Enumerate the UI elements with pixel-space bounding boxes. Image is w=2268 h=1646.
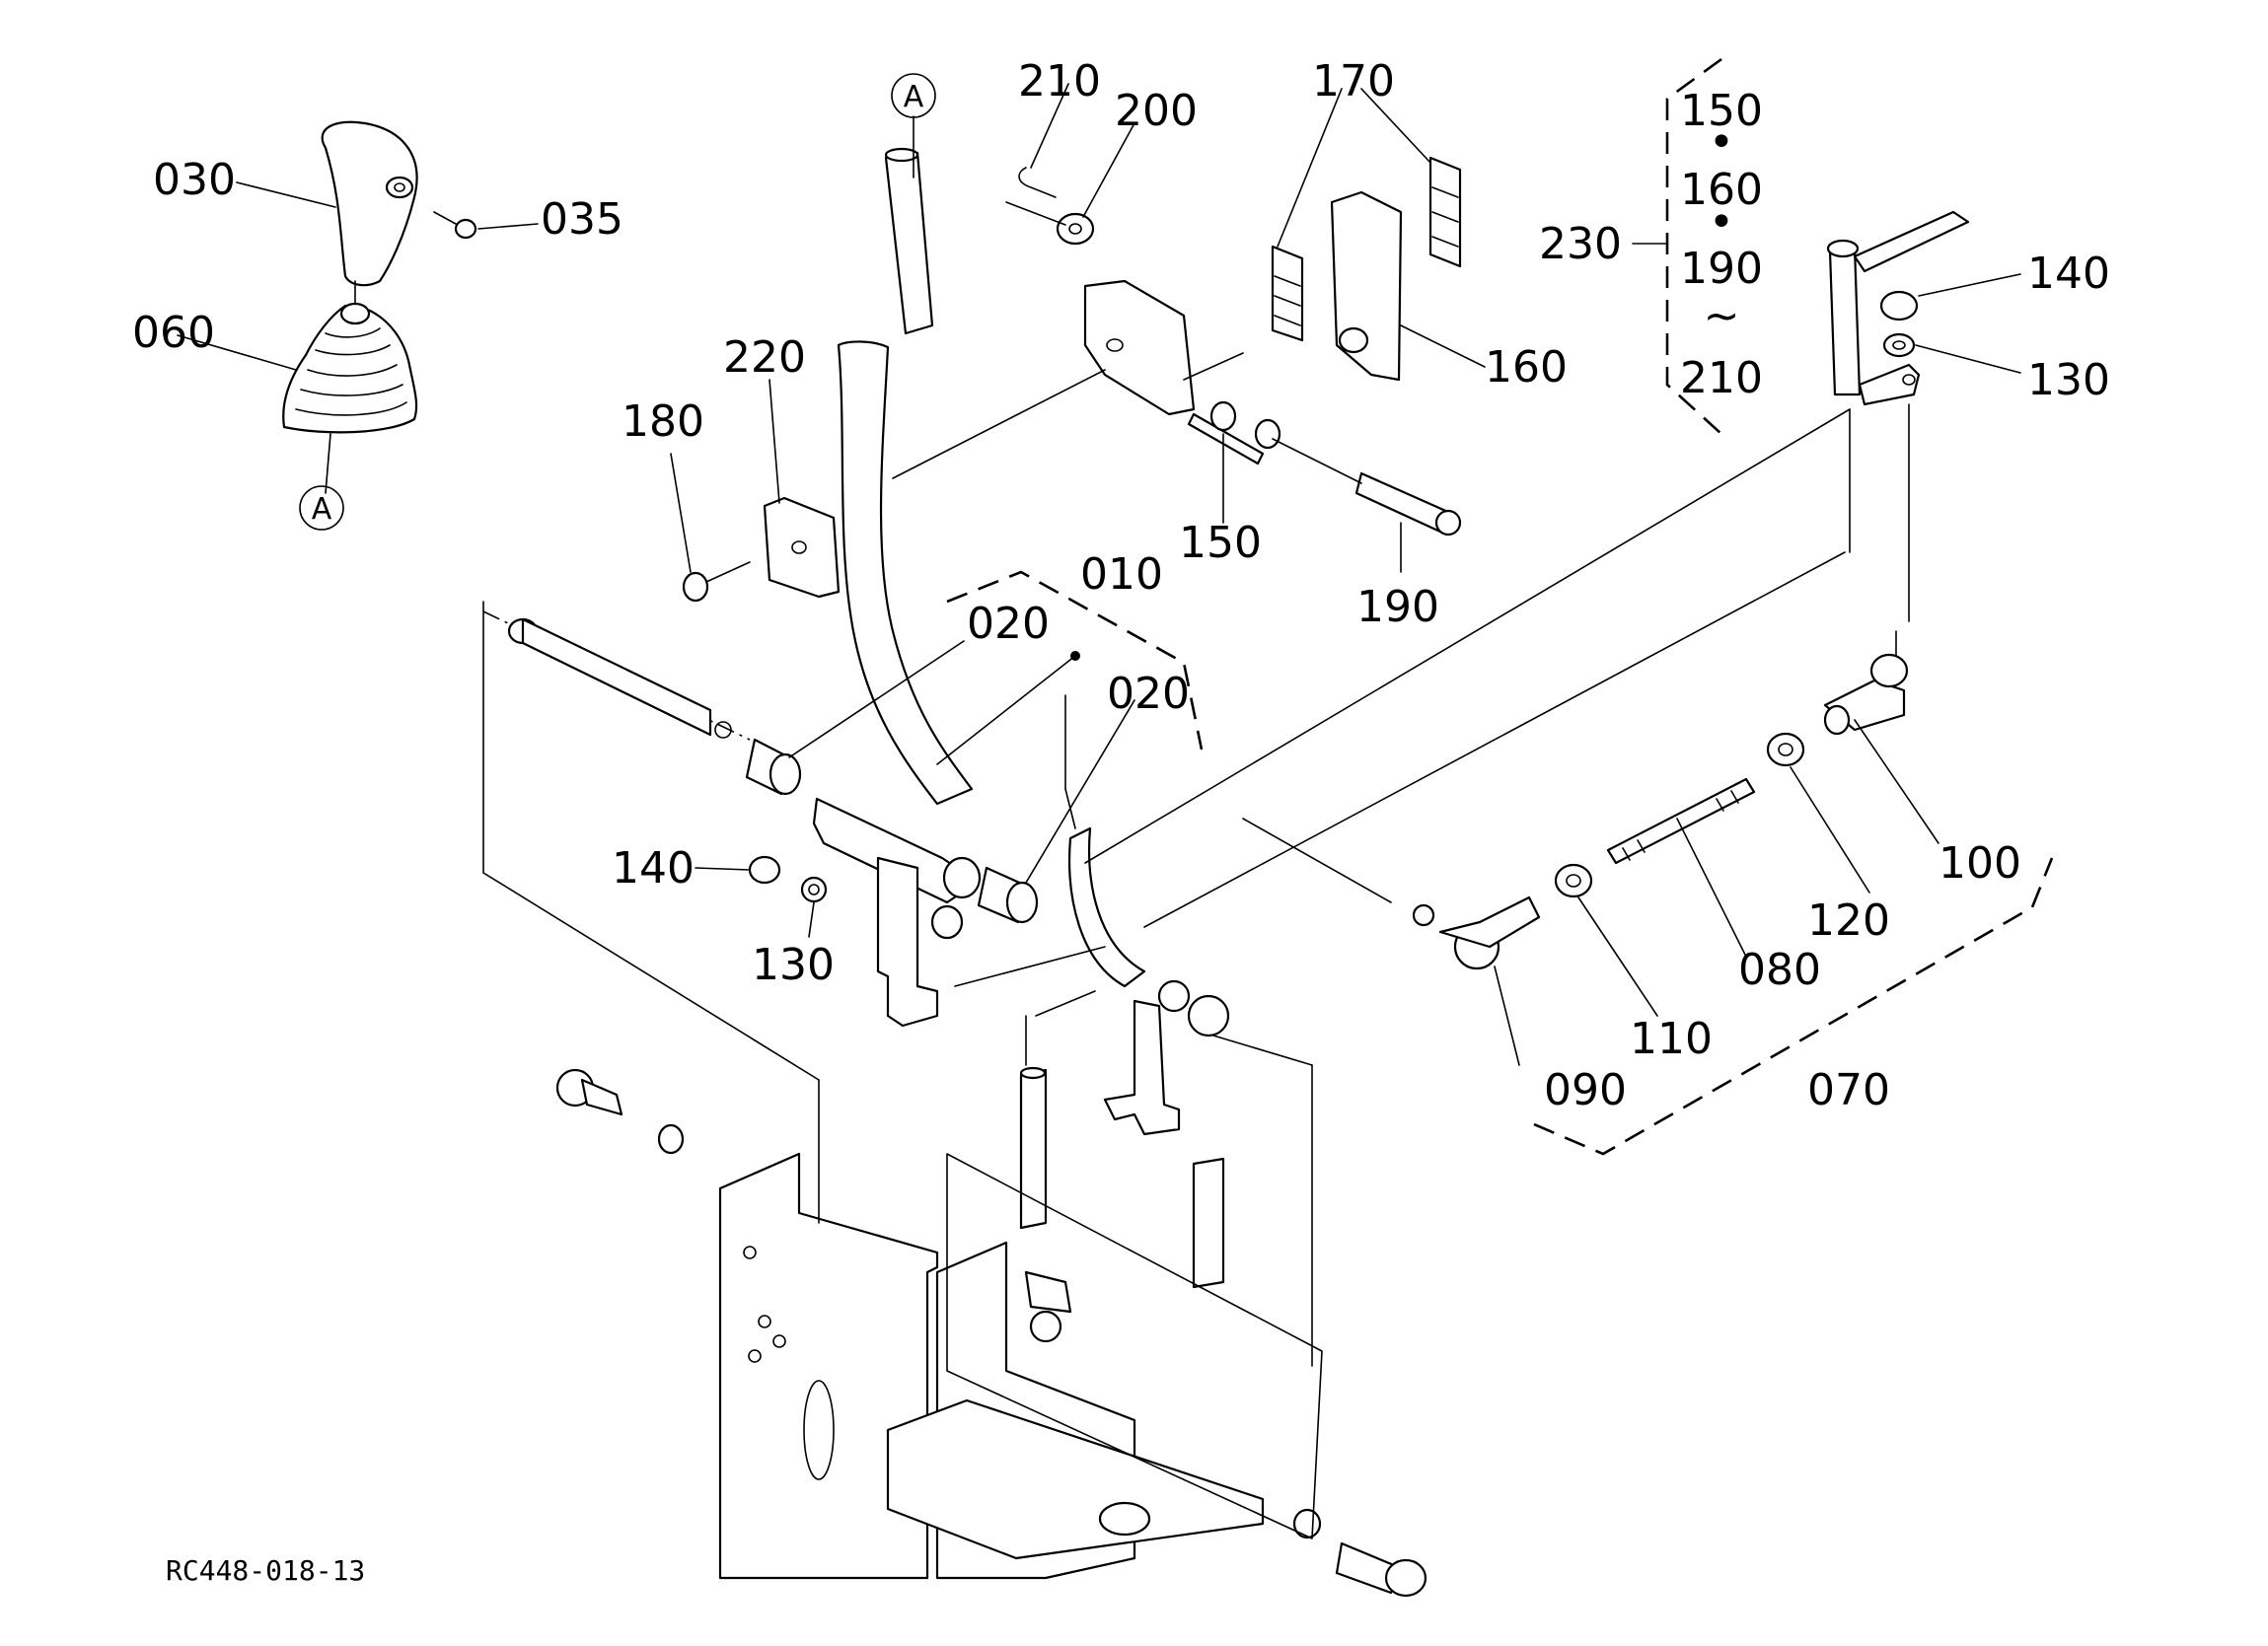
cotter-pin (1018, 167, 1057, 198)
label-035: 035 (541, 194, 623, 245)
group-bracket-010 (946, 570, 1204, 751)
reference-plane (946, 1153, 1323, 1539)
label-100: 100 (1939, 838, 2021, 889)
needle-bearing-right (977, 866, 1039, 924)
knob-screw (433, 211, 477, 240)
cross-shaft (482, 610, 751, 741)
drawing-code: RC448-018-13 (166, 1554, 365, 1587)
label-060: 060 (132, 308, 215, 358)
label-150: 150 (1179, 518, 1262, 568)
projection-lines (482, 352, 1910, 1367)
connector-mark-a-top: A (891, 73, 936, 118)
svg-text:A: A (312, 492, 332, 527)
shift-knob (321, 120, 418, 287)
lever-arm-2 (1068, 826, 1230, 1136)
label-020-right: 020 (1107, 669, 1190, 719)
label-020-left: 020 (967, 599, 1050, 649)
group-bracket-230 (1665, 57, 1722, 435)
group-230-list: 150 • 160 • 190 ~ 210 (1680, 86, 1763, 403)
frame-bolt-left (555, 1068, 685, 1155)
pivot-stud (1019, 1066, 1048, 1230)
group-230-item-1: 150 (1680, 86, 1763, 136)
frame-bolt-right (1292, 1508, 1427, 1598)
label-140-left: 140 (612, 843, 695, 894)
guide-bracket (1083, 279, 1281, 465)
part-labels: 030 035 060 210 200 170 160 150 190 220 … (132, 56, 2110, 1115)
washer-200 (1056, 212, 1095, 246)
nut-120 (1766, 732, 1805, 767)
label-010: 010 (1080, 549, 1163, 600)
group-230-item-2: 160 (1680, 165, 1763, 215)
label-200: 200 (1115, 86, 1198, 136)
label-110: 110 (1630, 1014, 1713, 1064)
upper-lever-arm (1826, 210, 1970, 406)
shift-boot (282, 280, 418, 494)
stopper-block (763, 496, 841, 599)
nut-140-right (1879, 290, 1919, 322)
label-130-right: 130 (2027, 355, 2110, 405)
shift-lever-rod (812, 115, 982, 1028)
washer-130-left (800, 876, 828, 903)
threaded-rod-080 (1606, 777, 1756, 865)
label-210: 210 (1018, 56, 1101, 107)
clevis-pin (1272, 438, 1462, 537)
label-130-left: 130 (752, 940, 835, 990)
label-160: 160 (1485, 342, 1568, 393)
connector-mark-a-bottom: A (299, 485, 344, 531)
label-030: 030 (153, 155, 236, 205)
group-230-sep-1: • (1709, 117, 1734, 168)
label-080: 080 (1738, 945, 1821, 995)
label-120: 120 (1807, 895, 1890, 946)
label-140-right: 140 (2027, 249, 2110, 299)
label-220: 220 (723, 332, 806, 383)
nut-110 (1554, 863, 1593, 898)
group-230-sep-2: • (1709, 197, 1734, 248)
needle-bearing-left (745, 738, 802, 796)
ball-joint-090 (1412, 895, 1541, 970)
ball-joint-100 (1823, 630, 1909, 736)
group-230-item-3: 190 (1680, 244, 1763, 294)
label-230: 230 (1539, 219, 1622, 269)
group-bracket-070 (1533, 857, 2054, 1156)
friction-pad (1271, 156, 1462, 342)
label-090: 090 (1544, 1065, 1627, 1115)
guide-plate (1330, 190, 1403, 382)
leader-lines (177, 83, 2021, 1066)
shaft-marker-dot (1070, 651, 1080, 661)
svg-text:A: A (904, 80, 924, 114)
label-180: 180 (622, 396, 704, 447)
label-070: 070 (1807, 1065, 1890, 1115)
label-170: 170 (1312, 56, 1395, 107)
frame-base (718, 1152, 1265, 1580)
bolt-180 (682, 561, 751, 603)
washer-130-right (1882, 332, 1916, 358)
label-190: 190 (1356, 582, 1439, 632)
nut-140-left (748, 855, 781, 885)
group-230-sep-3: ~ (1704, 291, 1740, 341)
group-230-item-4: 210 (1680, 353, 1763, 403)
